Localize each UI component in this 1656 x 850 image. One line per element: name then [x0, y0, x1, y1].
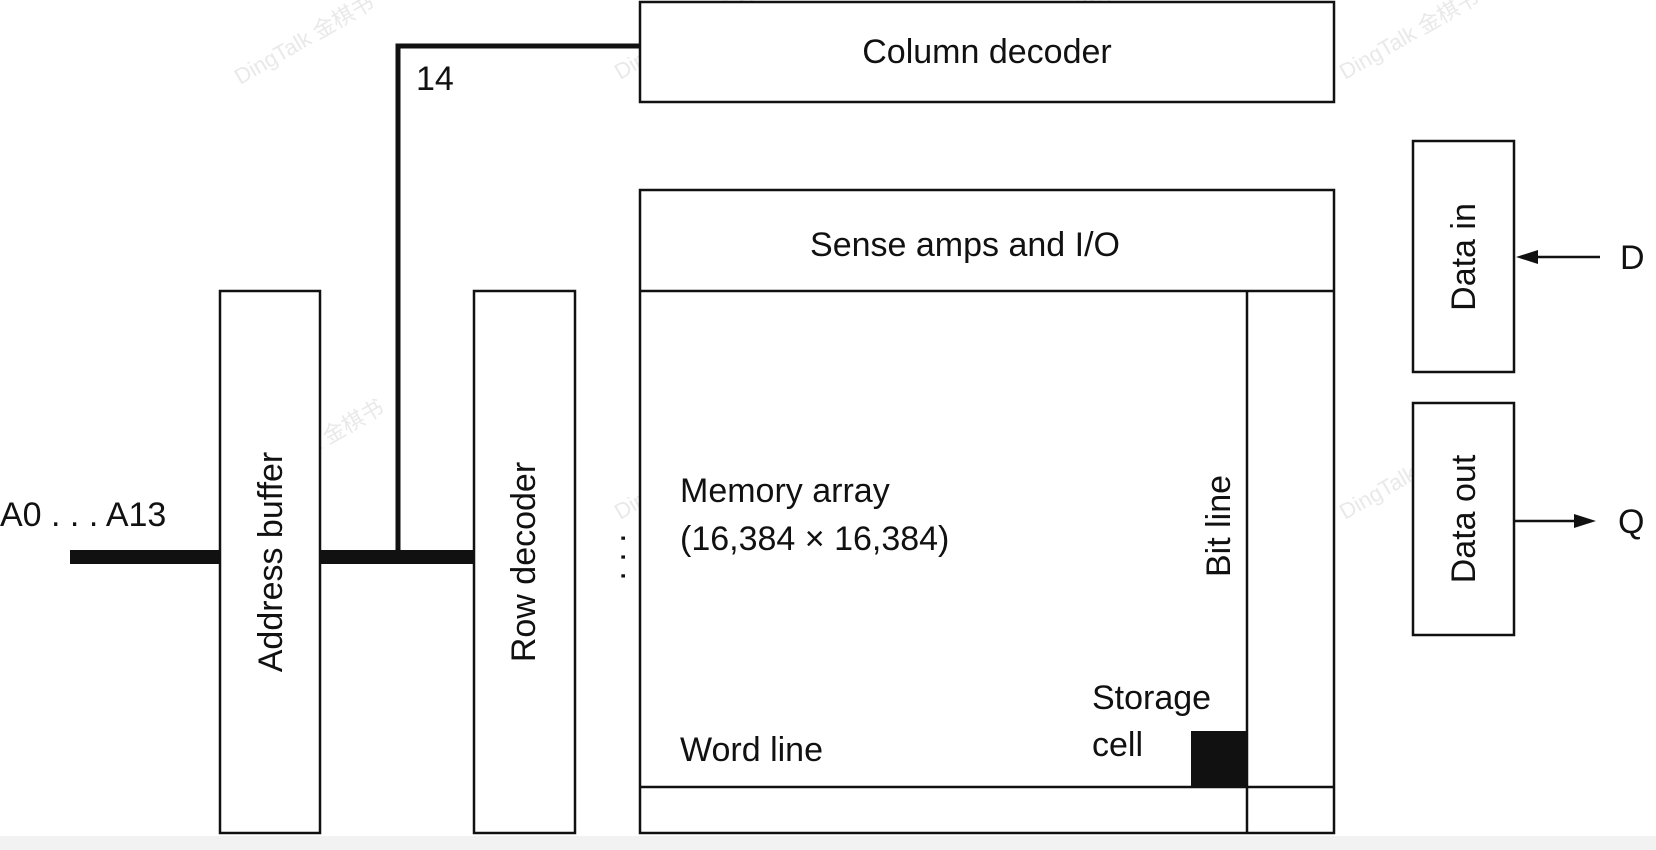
storage-cell-square [1191, 731, 1247, 787]
column-decoder-box [638, 0, 1336, 104]
row-decoder-block: Row decoder [472, 289, 577, 835]
data-out-label: Data out [1445, 454, 1483, 583]
data-in-arrowhead [1516, 250, 1538, 264]
storage-cell-label-1: Storage [1092, 679, 1211, 717]
address-buffer-block: Address buffer [218, 289, 322, 835]
row-decoder-label: Row decoder [505, 462, 543, 662]
memory-array-label-1: Memory array [680, 472, 890, 510]
memory-array-block: Sense amps and I/O Memory array (16,384 … [638, 188, 1336, 835]
data-out-box [1411, 401, 1516, 637]
data-out-arrowhead [1574, 514, 1596, 528]
column-decoder-block: Column decoder [638, 0, 1336, 104]
address-input-label: A0 . . . A13 [0, 496, 166, 534]
bus-width-label: 14 [416, 60, 454, 98]
data-out-block: Data out Q [1411, 401, 1644, 637]
memory-outer-box [638, 188, 1336, 835]
sense-amps-label: Sense amps and I/O [810, 226, 1120, 264]
row-decoder-box [472, 289, 577, 835]
bottom-strip [0, 836, 1656, 850]
bit-line-label: Bit line [1200, 475, 1238, 577]
data-in-block: Data in D [1411, 139, 1645, 374]
watermark: DingTalk 金棋书 [230, 0, 378, 89]
data-in-box [1411, 139, 1516, 374]
watermark: DingTalk 金棋书 [1335, 0, 1483, 84]
column-address-wire [395, 43, 640, 555]
column-decoder-label: Column decoder [862, 33, 1111, 71]
address-buffer-label: Address buffer [252, 452, 290, 673]
storage-cell-label-2: cell [1092, 726, 1143, 764]
data-in-label: Data in [1445, 203, 1483, 311]
ellipsis-label: . . . [595, 533, 633, 580]
memory-array-label-2: (16,384 × 16,384) [680, 520, 949, 558]
word-line-label: Word line [680, 731, 823, 769]
data-in-input-label: D [1620, 239, 1645, 277]
address-buffer-box [218, 289, 322, 835]
data-out-output-label: Q [1618, 503, 1644, 541]
